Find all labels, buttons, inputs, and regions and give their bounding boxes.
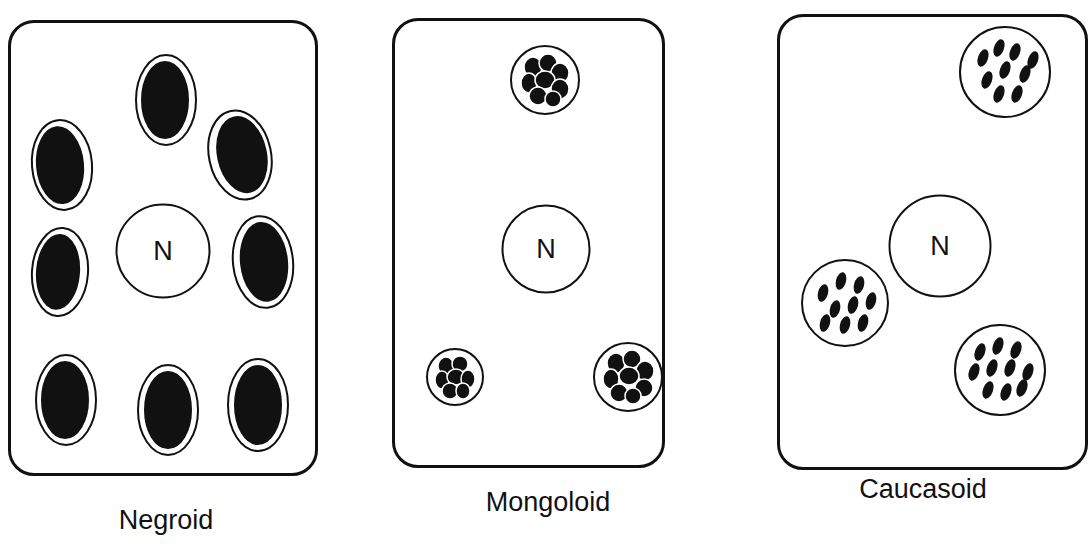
melanosome xyxy=(864,291,878,311)
melanosome xyxy=(997,60,1013,80)
melanosome xyxy=(828,299,842,319)
melanosome xyxy=(625,388,641,404)
melanosome xyxy=(966,362,982,382)
mongoloid-melanosome-complexes xyxy=(427,46,662,411)
melanosome xyxy=(619,367,639,385)
cell-box: NegroidN xyxy=(8,20,318,476)
melanosome xyxy=(1008,340,1024,360)
melanosome-complex xyxy=(960,27,1050,117)
melanosome xyxy=(42,362,88,438)
melanosome xyxy=(972,342,988,362)
caucasoid-melanosome-complexes xyxy=(802,27,1050,415)
melanosome xyxy=(838,315,852,335)
melanosome-ring xyxy=(138,365,198,455)
caption-slot: Mongoloid xyxy=(486,488,611,518)
melanosome xyxy=(816,283,830,303)
melanosome xyxy=(34,125,86,205)
nucleus-label: N xyxy=(888,233,992,260)
melanosome-complex xyxy=(594,343,662,411)
melanosome xyxy=(979,70,995,90)
nucleus-label: N xyxy=(501,236,591,263)
melanosome xyxy=(991,84,1007,104)
melanosome xyxy=(984,358,1000,378)
melanosome xyxy=(998,382,1014,402)
melanosome xyxy=(1025,50,1041,70)
melanosome xyxy=(145,372,191,448)
caption-slot: Caucasoid xyxy=(859,475,987,505)
melanosome-ring xyxy=(200,105,279,206)
nucleus: N xyxy=(115,203,211,299)
melanosome xyxy=(1014,378,1030,398)
melanosome-ring xyxy=(228,359,288,451)
melanosome xyxy=(852,275,866,295)
melanosome xyxy=(1020,362,1036,382)
melanosome-ring xyxy=(136,55,196,145)
melanosome xyxy=(980,380,996,400)
melanosome xyxy=(846,295,860,315)
caption-slot: Negroid xyxy=(119,506,214,536)
melanosome xyxy=(856,313,870,333)
melanosome-ring xyxy=(36,355,96,445)
melanosome xyxy=(142,62,188,138)
melanosome-complex xyxy=(955,325,1045,415)
melanosome-complex xyxy=(511,46,579,114)
melanosome xyxy=(235,366,281,444)
cell-caption: Negroid xyxy=(119,506,214,536)
cell-box: MongoloidN xyxy=(392,18,665,468)
cell-box: CaucasoidN xyxy=(777,14,1088,470)
negroid-melanosomes xyxy=(28,55,297,455)
melanosome-ring xyxy=(28,118,96,213)
nucleus: N xyxy=(501,204,591,294)
melanosome xyxy=(545,91,561,107)
melanosome-ring xyxy=(228,213,297,311)
melanosome xyxy=(211,112,274,196)
melanosome xyxy=(990,336,1006,356)
melanosome xyxy=(237,221,291,303)
nucleus: N xyxy=(888,194,992,298)
melanosome xyxy=(1002,358,1018,378)
nucleus-label: N xyxy=(115,238,211,265)
melanosome-ring xyxy=(29,226,91,318)
melanosome-complex xyxy=(802,260,888,346)
melanosome xyxy=(529,87,547,105)
melanosome xyxy=(991,38,1007,58)
melanosome xyxy=(34,233,81,310)
melanosome-complex xyxy=(427,349,483,405)
melanosome xyxy=(1009,84,1025,104)
melanosome xyxy=(834,271,848,291)
melanosome xyxy=(975,48,991,68)
melanosome xyxy=(1007,42,1023,62)
cell-caption: Mongoloid xyxy=(486,488,611,518)
cell-caption: Caucasoid xyxy=(859,475,987,505)
melanosome xyxy=(456,383,470,399)
melanosome xyxy=(818,313,832,333)
